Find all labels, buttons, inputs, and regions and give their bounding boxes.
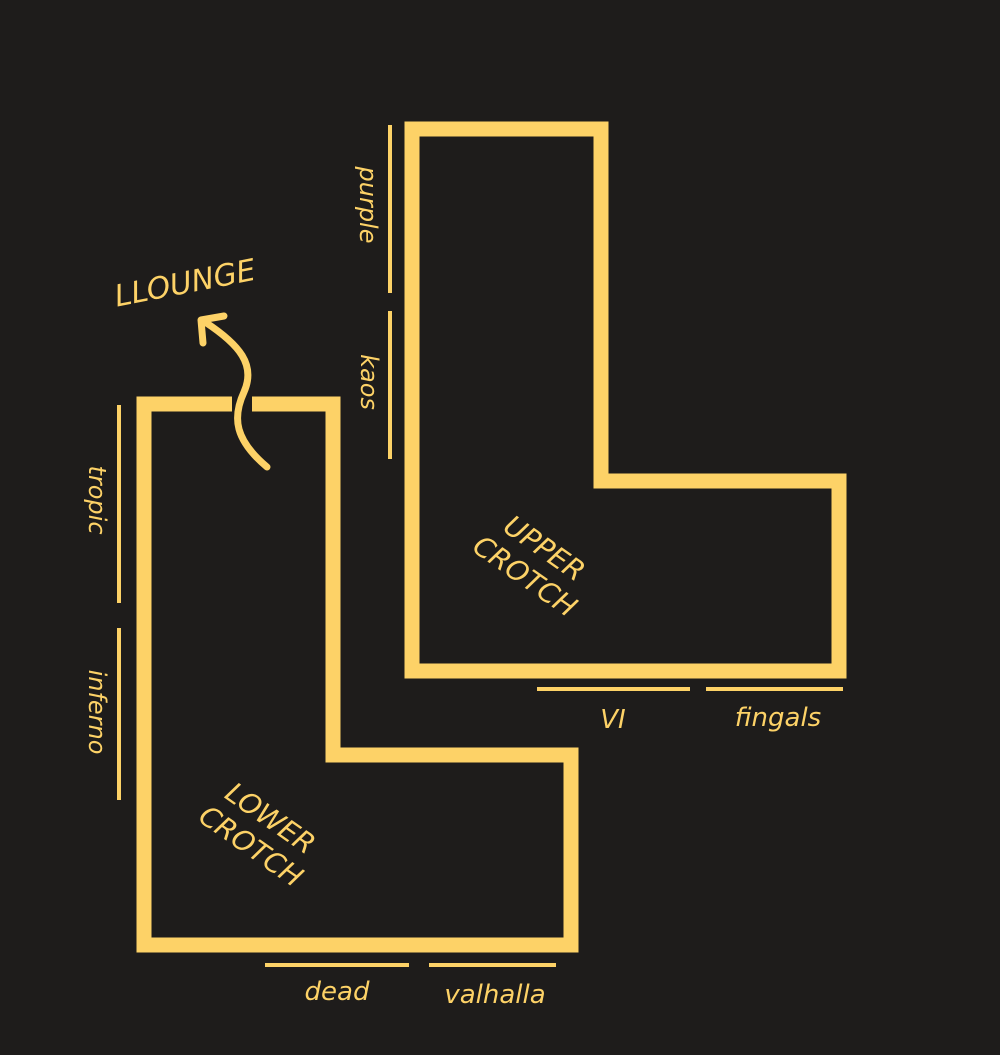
door-label-fingals: fingals <box>735 703 821 733</box>
lower-crotch-outline <box>136 396 579 953</box>
curved-arrow-up-icon <box>197 312 271 471</box>
door-label-valhalla: valhalla <box>444 980 545 1010</box>
door-label-tropic: tropic <box>83 465 111 534</box>
door-label-dead: dead <box>305 977 370 1007</box>
upper-crotch-outline <box>404 121 847 679</box>
door-label-kaos: kaos <box>355 354 383 410</box>
door-label-vi: VI <box>600 705 625 735</box>
door-label-inferno: inferno <box>83 670 111 755</box>
door-label-purple: purple <box>354 166 382 244</box>
